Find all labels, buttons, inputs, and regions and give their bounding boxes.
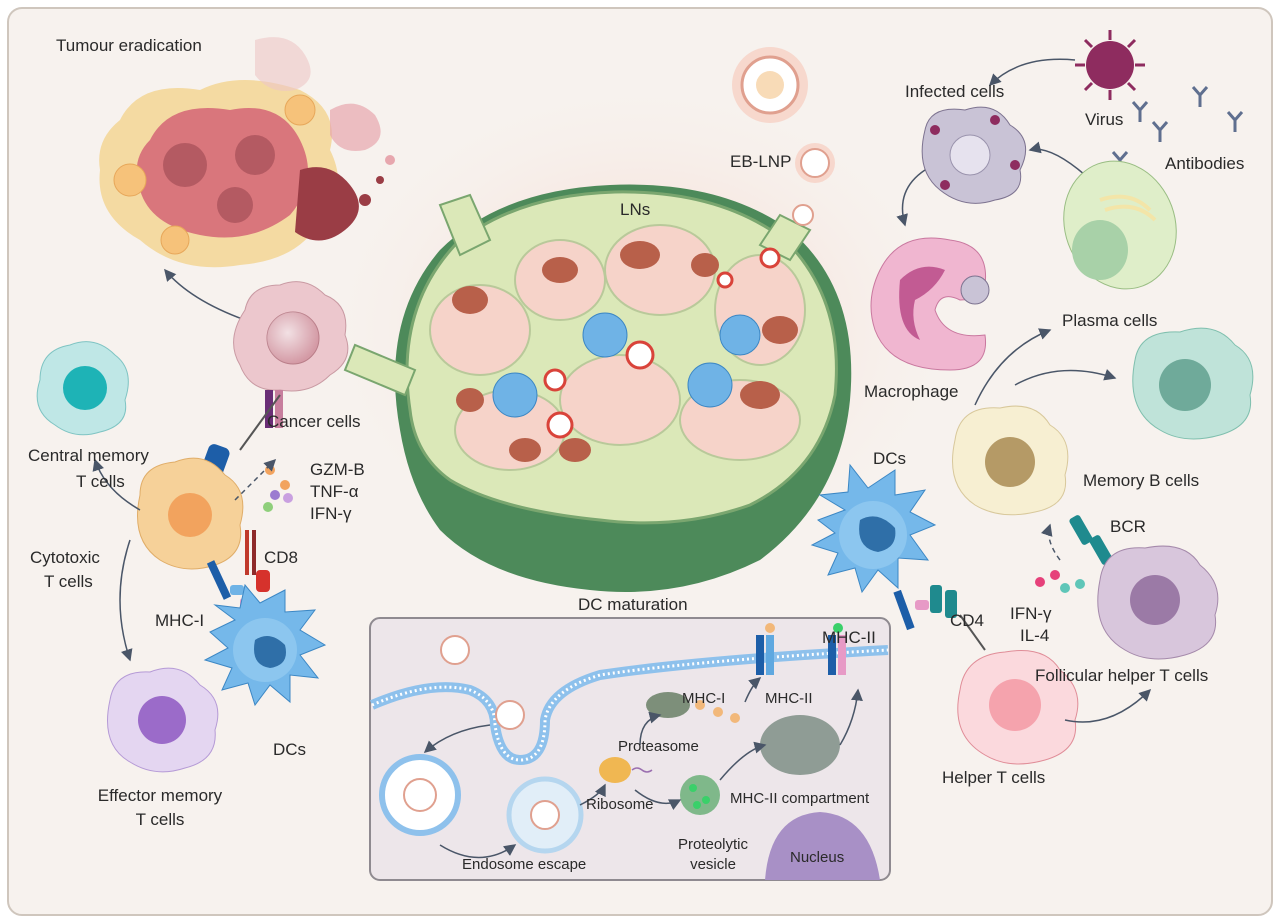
label-dcs-left: DCs — [273, 740, 307, 759]
label-mhc-ii-inset: MHC-II — [765, 690, 813, 707]
label-gzm-b: GZM-B — [310, 460, 365, 479]
label-central-memory-line1: Central memory — [28, 446, 149, 465]
label-tumour-eradication: Tumour eradication — [56, 36, 202, 55]
dc-maturation-inset — [369, 617, 891, 881]
label-central-memory-line2: T cells — [76, 472, 125, 491]
naive-b-cell — [952, 405, 1069, 516]
label-helper-t-cells: Helper T cells — [942, 768, 1046, 787]
label-mhc-i-left: MHC-I — [155, 611, 205, 630]
helper-t-cell — [957, 649, 1079, 765]
label-cytotoxic-line2: T cells — [44, 572, 93, 591]
lymph-node — [343, 184, 852, 592]
label-memory-b-cells: Memory B cells — [1083, 471, 1200, 490]
label-cd8: CD8 — [264, 548, 299, 567]
label-plasma-cells: Plasma cells — [1062, 311, 1158, 330]
label-virus: Virus — [1085, 110, 1124, 129]
label-proteolytic-line2: vesicle — [690, 856, 736, 873]
plasma-cell — [1063, 160, 1177, 290]
infected-cell — [921, 106, 1027, 204]
label-endosome-escape: Endosome escape — [462, 856, 587, 873]
virus — [1075, 30, 1145, 100]
effector-memory-t-cell — [107, 667, 219, 773]
dc-left — [203, 583, 327, 707]
memory-b-cell — [1132, 327, 1254, 440]
label-tnf-alpha: TNF-α — [310, 482, 359, 501]
central-memory-t-cell — [36, 341, 129, 436]
label-nucleus: Nucleus — [790, 849, 845, 866]
label-eb-lnp: EB-LNP — [730, 152, 792, 171]
label-infected-cells: Infected cells — [905, 82, 1005, 101]
dc-right — [810, 463, 937, 594]
label-ifn-gamma-left: IFN-γ — [310, 504, 352, 523]
label-follicular-helper-t-cells: Follicular helper T cells — [1035, 666, 1209, 685]
label-mhc-ii-compartment: MHC-II compartment — [730, 790, 870, 807]
follicular-helper-t-cell — [1097, 545, 1219, 660]
label-ifn-gamma-right: IFN-γ — [1010, 604, 1052, 623]
label-mhc-ii-right: MHC-II — [822, 628, 876, 647]
cd4-mhc-ii-receptors — [893, 585, 986, 651]
label-dcs-right: DCs — [873, 449, 907, 468]
bcr-receptor — [1069, 515, 1113, 565]
label-dc-maturation: DC maturation — [578, 595, 688, 614]
cancer-cell — [233, 281, 349, 392]
macrophage — [870, 237, 990, 371]
label-il-4: IL-4 — [1020, 626, 1050, 645]
label-effector-memory-line2: T cells — [135, 810, 185, 829]
label-macrophage: Macrophage — [864, 382, 959, 401]
label-mhc-i-inset: MHC-I — [682, 690, 726, 707]
eb-lnp-particles — [732, 47, 835, 226]
label-lns: LNs — [620, 200, 651, 219]
cytotoxic-t-cell — [137, 457, 244, 570]
label-cytotoxic-line1: Cytotoxic — [30, 548, 100, 567]
label-proteasome: Proteasome — [618, 738, 699, 755]
label-cd4: CD4 — [950, 611, 985, 630]
label-antibodies: Antibodies — [1165, 154, 1245, 173]
label-ribosome: Ribosome — [586, 796, 654, 813]
label-effector-memory-line1: Effector memory — [97, 786, 223, 805]
cytokines-left — [263, 465, 293, 512]
label-cancer-cells: Cancer cells — [267, 412, 361, 431]
cytokines-right — [1035, 570, 1085, 593]
label-proteolytic-line1: Proteolytic — [677, 836, 749, 853]
tumour-cluster — [99, 37, 395, 268]
label-bcr: BCR — [1110, 517, 1146, 536]
